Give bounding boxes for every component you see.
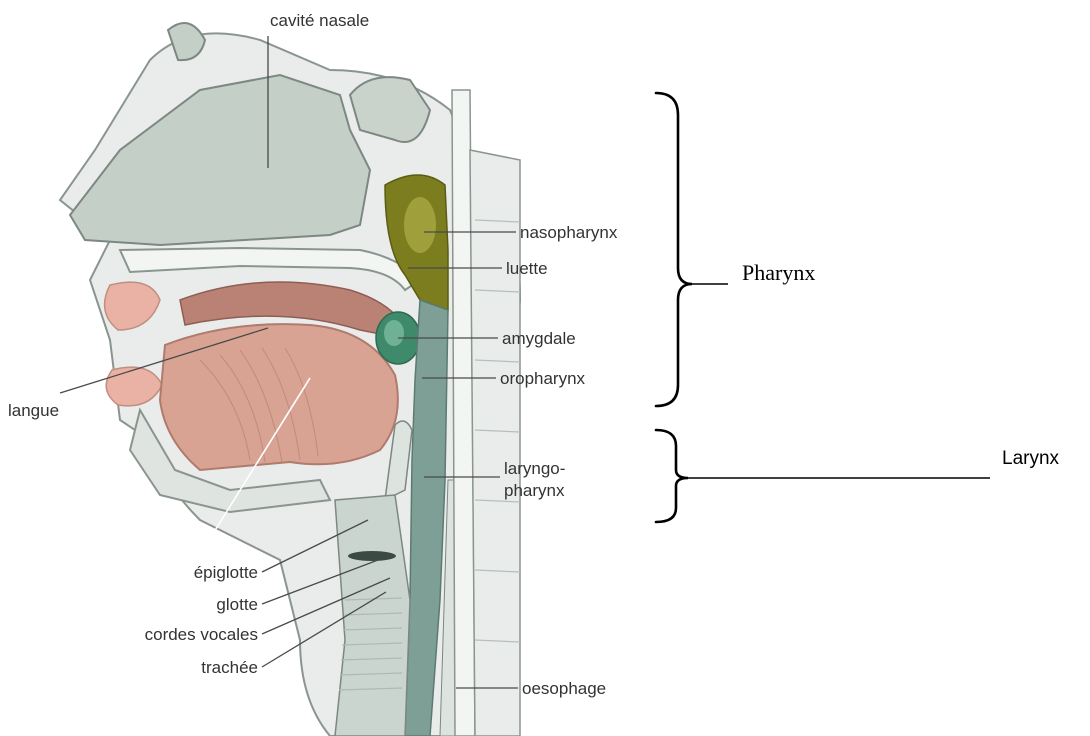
annotations: Pharynx Larynx [656, 93, 1060, 522]
label-laryngo-line1: laryngo- [504, 459, 565, 478]
label-cavite-nasale: cavité nasale [270, 11, 369, 30]
label-nasopharynx: nasopharynx [520, 223, 618, 242]
label-luette: luette [506, 259, 548, 278]
label-cordes-vocales: cordes vocales [145, 625, 258, 644]
label-oesophage: oesophage [522, 679, 606, 698]
amygdale-highlight [384, 320, 404, 346]
annotation-larynx: Larynx [1002, 448, 1060, 469]
annotation-pharynx: Pharynx [742, 260, 815, 285]
label-epiglotte: épiglotte [194, 563, 258, 582]
head-neck-section [60, 23, 520, 736]
pharynx-brace [656, 93, 692, 406]
label-glotte: glotte [216, 595, 258, 614]
label-trachee: trachée [201, 658, 258, 677]
label-amygdale: amygdale [502, 329, 576, 348]
larynx-brace [656, 430, 688, 522]
label-langue: langue [8, 401, 59, 420]
vertebral-column [452, 90, 520, 736]
vocal-cords [348, 551, 396, 561]
nasal-cavity [70, 75, 370, 245]
nasopharynx-highlight [404, 197, 436, 253]
label-laryngo-line2: pharynx [504, 481, 565, 500]
label-oropharynx: oropharynx [500, 369, 586, 388]
